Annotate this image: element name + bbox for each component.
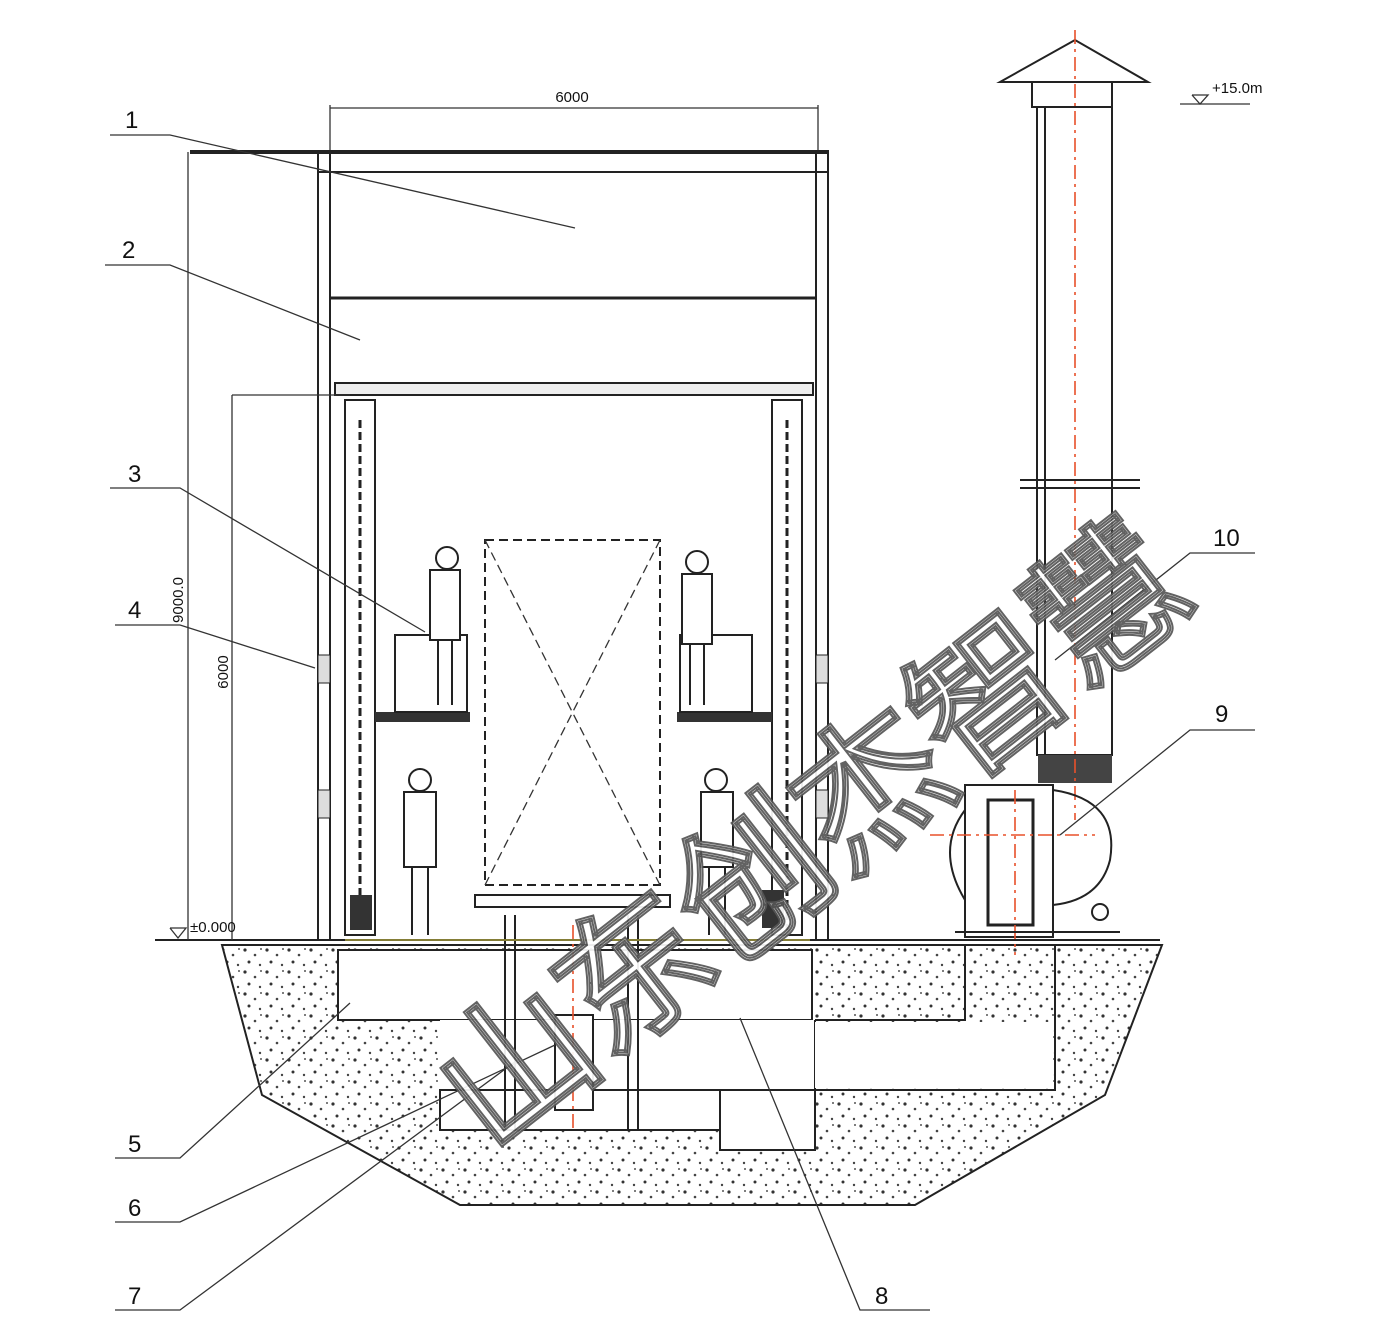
fan-box — [964, 784, 1054, 938]
booth-structure — [190, 150, 829, 940]
stack-cap — [996, 38, 1152, 83]
callout-4: 4 — [128, 597, 141, 624]
callout-7: 7 — [128, 1283, 141, 1310]
callouts — [105, 134, 1255, 1311]
dim-ground-elevation: ±0.000 — [190, 919, 236, 936]
callout-1: 1 — [125, 107, 138, 134]
lift-platform-right — [677, 712, 772, 722]
exhaust-stack — [930, 30, 1152, 955]
workers — [403, 546, 734, 935]
callout-5: 5 — [128, 1131, 141, 1158]
dim-height-total: 9000.0 — [170, 577, 187, 623]
workpiece — [484, 539, 661, 886]
dim-stack-elevation: +15.0m — [1212, 80, 1262, 97]
callout-6: 6 — [128, 1195, 141, 1222]
callout-8: 8 — [875, 1283, 888, 1310]
foundation-pit — [220, 915, 1164, 1206]
callout-9: 9 — [1215, 701, 1228, 728]
callout-2: 2 — [122, 237, 135, 264]
pit-trench — [337, 949, 813, 1021]
callout-10: 10 — [1213, 525, 1240, 552]
lift-platform-left — [375, 712, 470, 722]
dim-width-top: 6000 — [555, 89, 588, 106]
drain-pipe — [554, 1014, 594, 1111]
dimensions: 6000 9000.0 6000 +15.0m ±0.000 — [169, 80, 1262, 940]
callout-3: 3 — [128, 461, 141, 488]
filter-ceiling — [334, 382, 814, 396]
dim-height-inner: 6000 — [215, 655, 232, 688]
workpiece-cart — [474, 894, 671, 908]
